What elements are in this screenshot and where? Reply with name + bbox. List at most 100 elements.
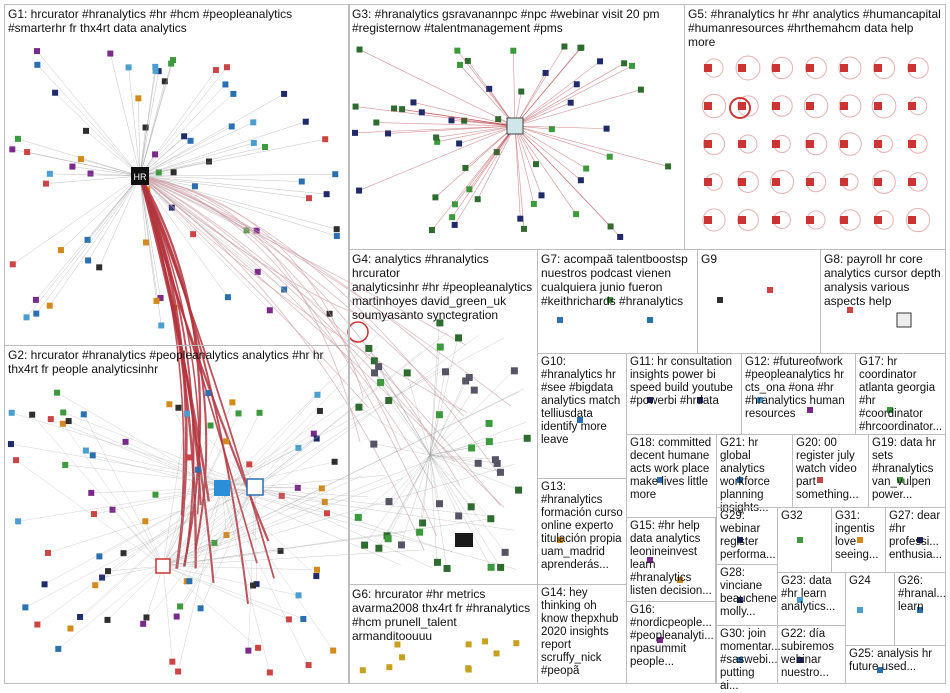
edge [123,486,256,554]
edge [376,122,516,127]
edge [221,487,309,666]
node [457,61,463,68]
edge [63,412,256,488]
node [373,119,380,126]
group-label-g32: G32 [781,510,803,522]
node [806,178,814,186]
node [262,143,269,150]
node [704,64,712,72]
node [857,537,863,543]
edge [139,69,217,177]
edge [514,125,525,229]
node [908,216,916,224]
edge [221,487,402,566]
edge [162,413,188,567]
node [738,216,746,224]
node [191,183,198,190]
edge [429,440,489,456]
edge [248,486,256,651]
node [302,118,309,125]
group-box-g25: G25: analysis hr future used... [845,645,946,684]
edge [429,389,474,456]
group-box-g22: G22: día subiremos webinar nuestro... [777,625,846,684]
edge [254,350,423,488]
node [840,102,848,110]
edge [354,125,516,134]
edge [50,418,223,489]
node [482,638,489,645]
node [197,605,204,612]
edge [72,166,141,177]
node [485,419,493,427]
node [152,491,159,498]
node [436,343,444,351]
node [14,135,21,142]
node [125,64,132,71]
edge [95,487,223,586]
node [120,550,127,557]
node [355,403,363,411]
edge [429,454,501,473]
edge [162,391,520,567]
node [152,63,159,70]
edge [139,175,327,195]
node [181,133,188,140]
node [877,667,883,673]
edge [92,455,223,489]
node [9,261,16,268]
edge [429,454,497,464]
node [190,231,197,238]
edge [139,175,389,322]
edge [186,487,223,582]
edge [429,414,440,456]
edge [221,333,378,489]
node [487,563,495,571]
node [523,434,531,442]
node [99,574,106,581]
node [42,180,49,187]
edge [254,475,385,488]
edge [49,175,141,306]
node [177,603,184,610]
node [434,138,441,145]
group-label-g12: G12: #futureofwork #peopleanalytics hr c… [745,356,845,420]
edge [91,487,223,494]
node [316,407,323,414]
edge [451,125,516,218]
node [772,102,780,110]
edge [431,125,516,231]
node [161,78,168,85]
node [323,191,330,198]
node [465,373,473,381]
edge [254,410,321,488]
node [464,57,471,64]
node [435,500,443,508]
edge [138,175,210,502]
group-label-g19: G19: data hr sets #hranalytics van_vulpe… [872,437,936,501]
group-label-g24: G24 [849,575,871,587]
node [266,307,273,314]
node [52,89,59,96]
edge [514,125,542,196]
node [47,416,54,423]
node-loop [803,93,829,119]
node [840,140,848,148]
node [704,140,712,148]
edge [15,459,164,567]
edge [221,433,314,489]
group-box-g9: G9 [697,249,821,354]
edge [139,175,337,230]
node [85,257,92,264]
group-label-g2: G2: hrcurator #hranalytics #peopleanalyt… [8,348,324,376]
edge [457,50,516,127]
node [300,615,307,622]
edge [54,92,141,177]
node [817,477,823,483]
node [738,102,746,110]
node [485,438,493,446]
edge [139,93,285,177]
edge [221,487,334,651]
node [246,461,253,468]
node [917,607,923,613]
node [142,124,149,131]
